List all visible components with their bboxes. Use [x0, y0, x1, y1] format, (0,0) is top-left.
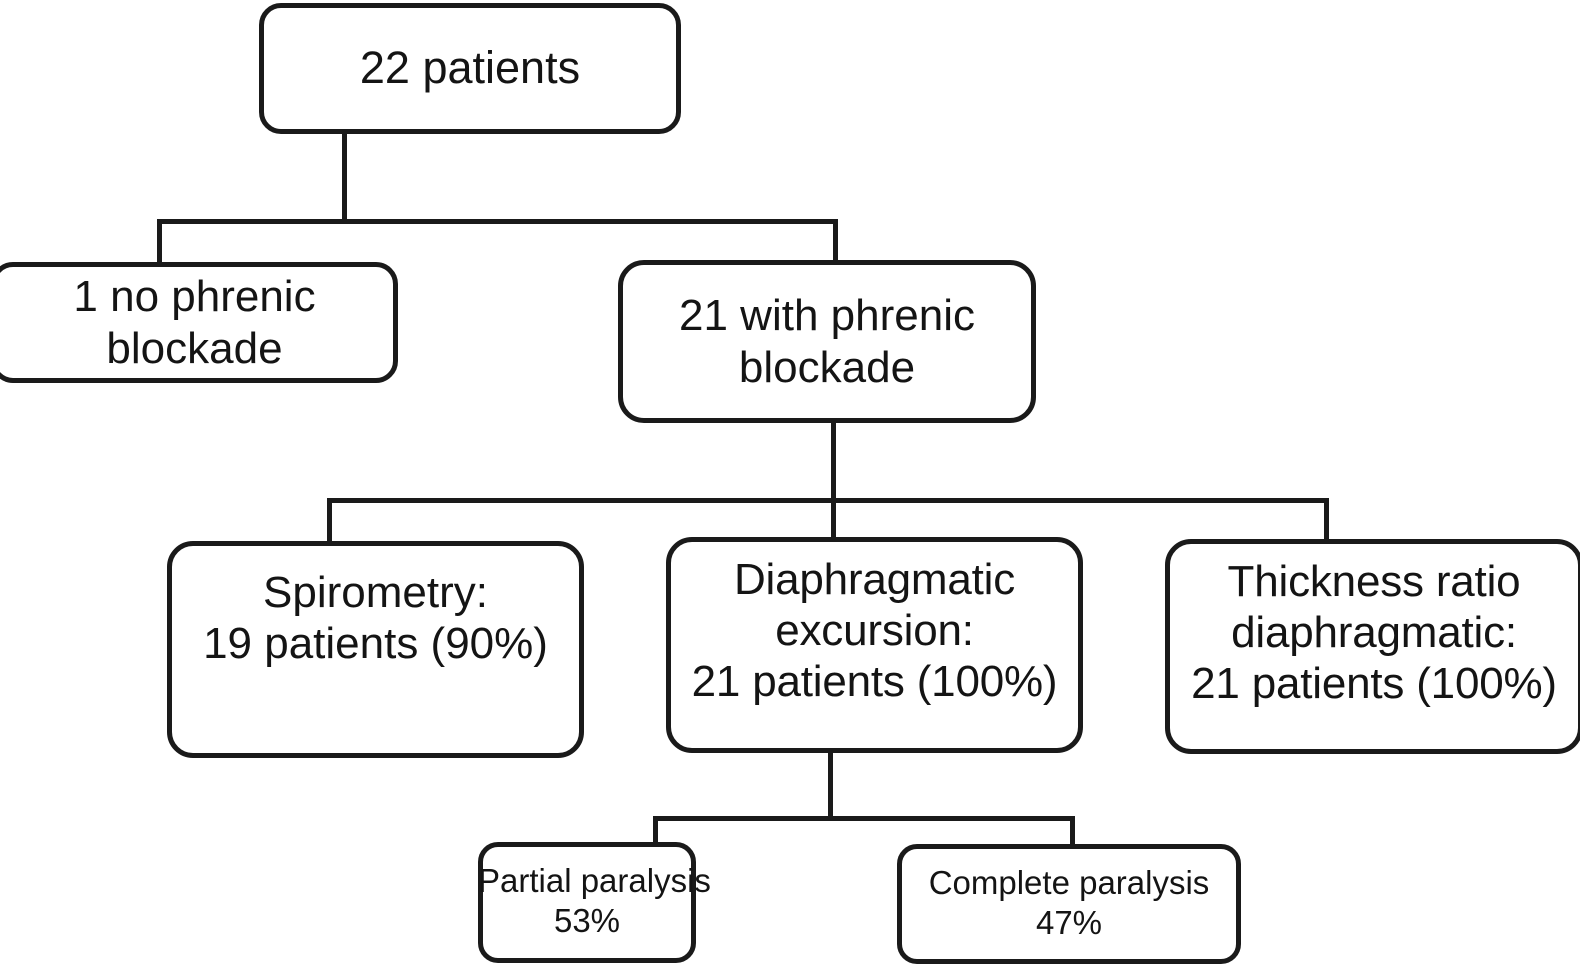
node-thickness-line3: 21 patients (100%) — [1191, 659, 1557, 709]
node-no-blockade-line1: 1 no phrenic — [73, 272, 316, 322]
connector-total-stem — [342, 131, 347, 223]
connector-row1-bar — [157, 219, 838, 224]
connector-row2-bar — [327, 498, 1329, 503]
connector-to-thickness — [1324, 498, 1329, 541]
connector-to-with-blockade — [833, 219, 838, 262]
node-partial-line2: 53% — [553, 902, 621, 940]
connector-excursion-stem — [828, 752, 833, 820]
node-complete-paralysis[interactable]: 47% — [897, 844, 1241, 964]
node-with-phrenic-blockade[interactable]: 21 with phrenic blockade — [618, 260, 1036, 423]
node-partial-paralysis[interactable]: 53% — [478, 842, 696, 963]
node-spirometry[interactable]: Spirometry: 19 patients (90%) — [167, 541, 584, 758]
node-thickness-line1: Thickness ratio — [1227, 557, 1521, 606]
node-spirometry-line2: 19 patients (90%) — [203, 619, 548, 669]
node-with-blockade-line2: blockade — [738, 342, 916, 392]
node-no-phrenic-blockade[interactable]: 1 no phrenic blockade — [0, 262, 398, 383]
node-excursion-line3: 21 patients (100%) — [691, 657, 1058, 707]
node-diaphragmatic-excursion[interactable]: Diaphragmatic excursion: 21 patients (10… — [666, 537, 1083, 753]
connector-with-blockade-stem — [831, 421, 836, 502]
connector-to-excursion — [831, 498, 836, 539]
node-total-patients[interactable]: 22 patients — [259, 3, 681, 134]
node-excursion-line2: excursion: — [775, 606, 974, 656]
node-with-blockade-line1: 21 with phrenic — [679, 291, 975, 341]
node-thickness-ratio[interactable]: Thickness ratio diaphragmatic: 21 patien… — [1165, 539, 1580, 754]
connector-to-partial — [653, 816, 658, 844]
connector-row3-bar — [653, 816, 1075, 821]
node-complete-line2: 47% — [1035, 903, 1103, 941]
node-no-blockade-line2: blockade — [106, 323, 283, 373]
node-thickness-line2: diaphragmatic: — [1231, 608, 1517, 658]
connector-to-spirometry — [327, 498, 332, 543]
connector-to-complete — [1070, 816, 1075, 846]
node-excursion-line1: Diaphragmatic — [733, 555, 1016, 604]
node-total-label: 22 patients — [359, 42, 581, 94]
connector-to-no-blockade — [157, 219, 162, 264]
node-spirometry-line1: Spirometry: — [263, 568, 488, 617]
